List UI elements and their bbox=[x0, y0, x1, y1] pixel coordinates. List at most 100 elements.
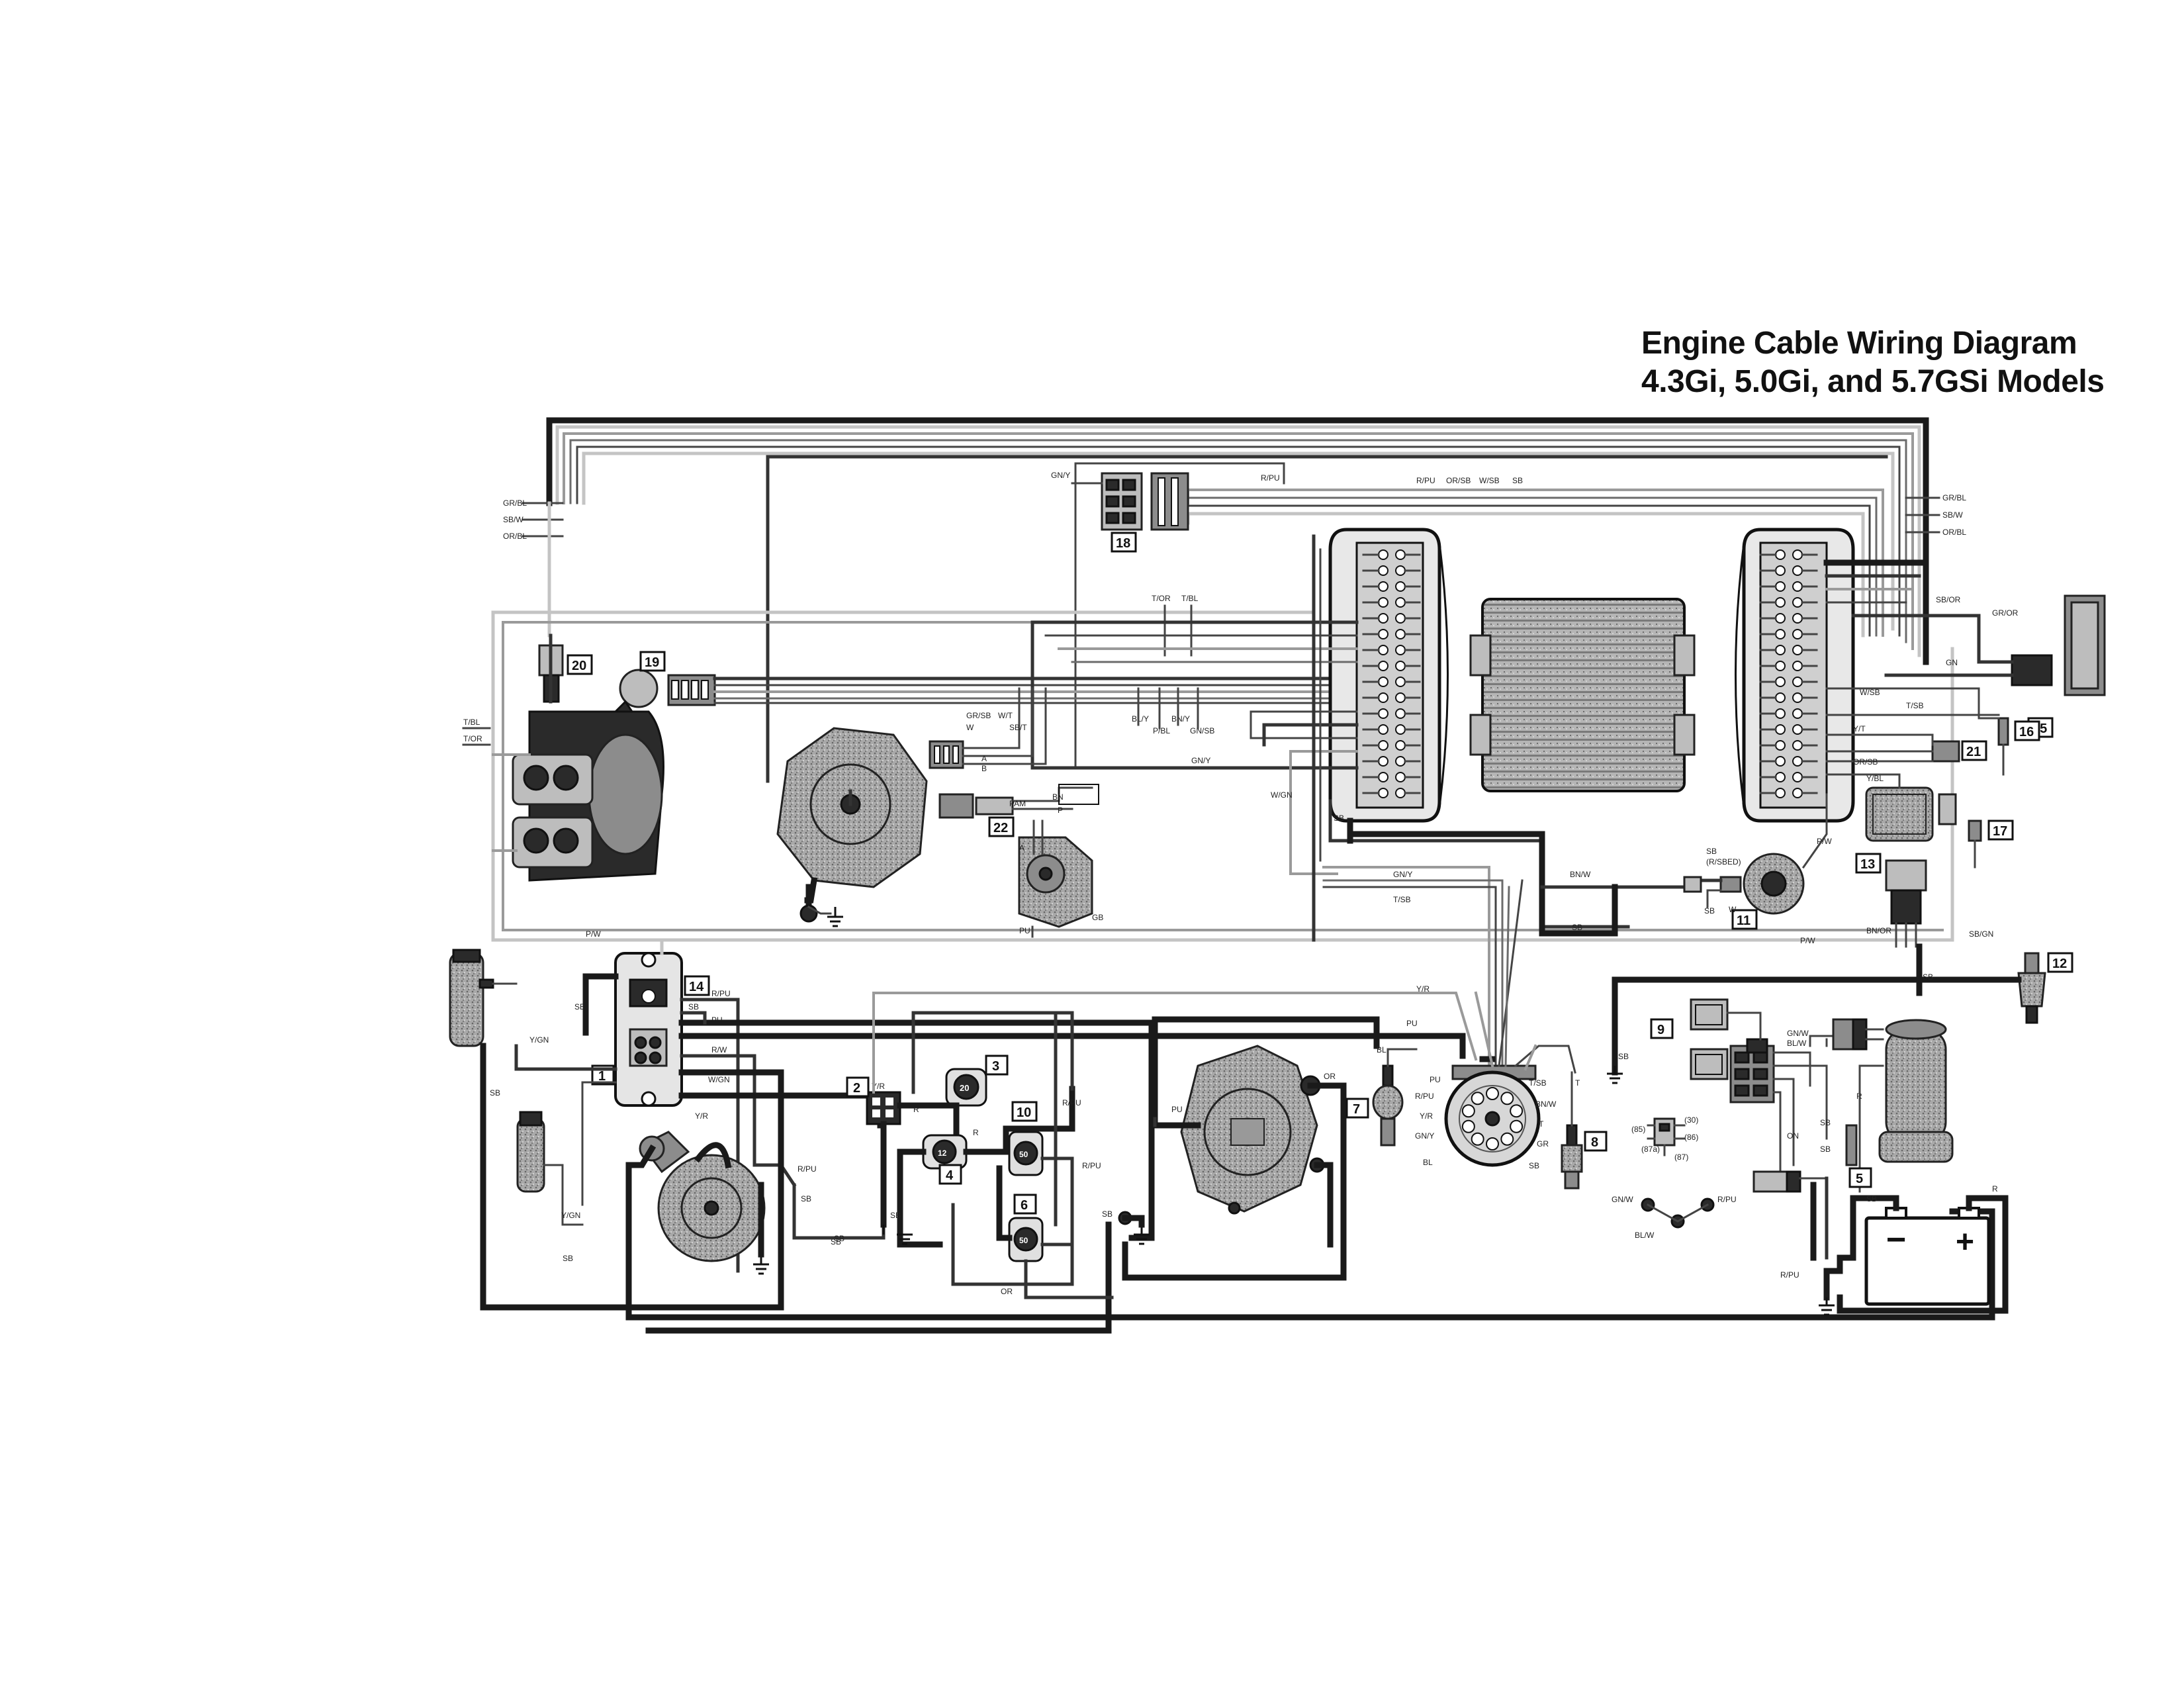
num-11: 11 bbox=[1731, 909, 1758, 930]
ecu-j1-pin bbox=[1792, 597, 1803, 608]
ecu-module bbox=[1469, 598, 1696, 792]
svg-text:10: 10 bbox=[1017, 1105, 1031, 1120]
sensor-11 bbox=[1540, 793, 1828, 915]
ground-starter bbox=[753, 1254, 769, 1275]
sensor-22 bbox=[938, 784, 1099, 938]
connector-20 bbox=[538, 633, 564, 704]
wires-ecu-down bbox=[1312, 534, 1630, 1087]
ground-connector bbox=[1607, 1029, 1623, 1084]
num-6: 6 bbox=[1013, 1194, 1037, 1215]
label-sb-lower: SB bbox=[834, 1234, 844, 1243]
num-8: 8 bbox=[1584, 1131, 1608, 1152]
label-top-w-sb: W/SB bbox=[1479, 476, 1500, 485]
label-sb-battery: SB bbox=[1866, 1194, 1877, 1203]
ecu-j1-pin bbox=[1775, 756, 1786, 767]
label-a-dist: A bbox=[981, 754, 987, 763]
relay-3: 20 bbox=[897, 1068, 987, 1142]
relay-10-value: 50 bbox=[1019, 1150, 1028, 1159]
label-t-bl: T/BL bbox=[463, 718, 480, 727]
label-sb-or: SB/OR bbox=[1936, 595, 1961, 604]
right-bus-wires bbox=[1905, 496, 1940, 534]
ecu-j2-pin bbox=[1395, 613, 1406, 624]
label-r-relay4: R bbox=[973, 1128, 979, 1137]
ecu-j2-pin bbox=[1378, 788, 1388, 798]
connector-15 bbox=[1851, 594, 2106, 696]
label-gn-right: GN bbox=[1946, 658, 1958, 667]
sensor-16 bbox=[1825, 687, 2009, 776]
ecu-j1-pin bbox=[1792, 724, 1803, 735]
upper-frame-wires bbox=[766, 455, 1888, 783]
ecu-j2-pin bbox=[1378, 549, 1388, 560]
ecu-j1-pin bbox=[1775, 565, 1786, 576]
label-sb-left-relay: SB bbox=[574, 1002, 585, 1011]
wires-j2-left bbox=[1030, 620, 1359, 875]
ecu-j2-pin bbox=[1395, 708, 1406, 719]
ecu-j1-pin bbox=[1775, 677, 1786, 687]
label-b-dist: B bbox=[981, 764, 987, 773]
connector-pin-labels: PU R/PU Y/R GN/Y BL T/SB BN/W T GR SB bbox=[1415, 1075, 1557, 1170]
relay-6: 50 bbox=[1008, 1217, 1044, 1262]
label-p-bl: P/BL bbox=[1153, 726, 1170, 735]
label-r-pu-conn: R/PU bbox=[1415, 1092, 1434, 1101]
top-harness-bus bbox=[546, 417, 1929, 665]
label-gn-y-mid: GN/Y bbox=[1191, 756, 1210, 765]
svg-text:11: 11 bbox=[1737, 914, 1751, 928]
label-gr-bl-right: GR/BL bbox=[1942, 493, 1966, 502]
label-t-8: T bbox=[1575, 1078, 1580, 1088]
throttle-body bbox=[512, 710, 664, 882]
svg-text:5: 5 bbox=[1856, 1172, 1863, 1186]
engine-connector-pin bbox=[1486, 1137, 1499, 1150]
svg-text:12: 12 bbox=[2052, 957, 2067, 971]
label-bl-7: BL bbox=[1377, 1045, 1387, 1055]
ecu-j1-pin bbox=[1775, 613, 1786, 624]
relay-pinout-symbol bbox=[1647, 1117, 1686, 1156]
svg-text:3: 3 bbox=[992, 1059, 999, 1074]
num-10: 10 bbox=[1011, 1101, 1038, 1122]
ecu-j1-pin bbox=[1792, 756, 1803, 767]
num-7: 7 bbox=[1345, 1098, 1369, 1119]
ecu-j2-pin bbox=[1395, 565, 1406, 576]
label-p-22: P bbox=[1058, 806, 1063, 815]
label-gn-y-ecu: GN/Y bbox=[1393, 870, 1412, 879]
label-or-sb-right: OR/SB bbox=[1853, 757, 1878, 767]
label-sb-w-left: SB/W bbox=[503, 515, 523, 524]
svg-text:17: 17 bbox=[1993, 824, 2007, 839]
ecu-j2-pin bbox=[1395, 549, 1406, 560]
ecu-j1-pin bbox=[1775, 629, 1786, 639]
svg-text:4: 4 bbox=[946, 1168, 954, 1183]
label-t-or: T/OR bbox=[463, 734, 482, 743]
ecu-j1-pin bbox=[1775, 788, 1786, 798]
ecu-j1-pin bbox=[1775, 692, 1786, 703]
wire-y-r-across bbox=[872, 992, 1478, 1227]
ecu-j1-pin bbox=[1792, 613, 1803, 624]
label-w-11: W bbox=[1729, 905, 1737, 914]
breaker-5 bbox=[1752, 1170, 1828, 1193]
label-87a: (87a) bbox=[1641, 1145, 1660, 1154]
ecu-j1-pin bbox=[1775, 549, 1786, 560]
ecu-j1-pin bbox=[1775, 661, 1786, 671]
ecu-j2-pin bbox=[1378, 613, 1388, 624]
ground-relays bbox=[882, 1225, 913, 1245]
label-bn-22: BN bbox=[1052, 792, 1064, 802]
alternator-wires bbox=[1122, 1016, 1380, 1281]
label-w-dist: W bbox=[966, 723, 974, 732]
label-bl-w-gauge: BL/W bbox=[1635, 1231, 1655, 1240]
connector-wires-up bbox=[1474, 879, 1576, 1074]
label-pu-conn: PU bbox=[1430, 1075, 1441, 1084]
ecu-j1-pin bbox=[1792, 740, 1803, 751]
label-sb-11-top: SB bbox=[1706, 847, 1717, 856]
label-gn-y-top: GN/Y bbox=[1051, 471, 1070, 480]
label-y-gn-pump: Y/GN bbox=[561, 1211, 580, 1220]
label-pu-22: PU bbox=[1019, 926, 1030, 935]
num-16: 16 bbox=[2014, 720, 2040, 741]
ecu-j2-pin bbox=[1378, 565, 1388, 576]
num-3: 3 bbox=[985, 1055, 1009, 1076]
battery-positive: + bbox=[1956, 1225, 1974, 1260]
diagram-title: Engine Cable Wiring Diagram 4.3Gi, 5.0Gi… bbox=[1641, 324, 2158, 401]
label-top-r-pu: R/PU bbox=[1416, 476, 1435, 485]
ecu-j1-pin bbox=[1775, 708, 1786, 719]
sensor-13 bbox=[1825, 773, 1957, 842]
ecu-j2-pin bbox=[1378, 581, 1388, 592]
label-30: (30) bbox=[1684, 1115, 1698, 1125]
